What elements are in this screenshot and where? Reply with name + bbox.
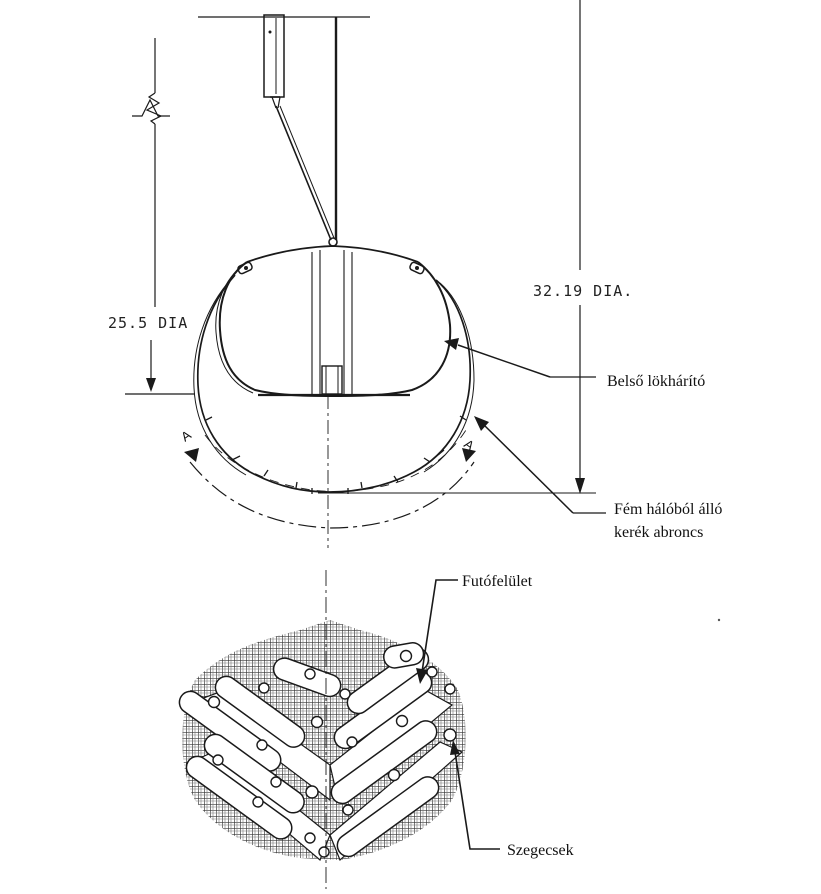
- stray-mark: [717, 618, 721, 622]
- hanger-post: [198, 14, 370, 109]
- mesh-tire-label-line1: Fém hálóból álló: [614, 501, 722, 518]
- support-rods: [275, 17, 338, 247]
- rivets-label: Szegecsek: [507, 842, 574, 859]
- outer-diameter-label: 32.19 DIA.: [533, 282, 633, 300]
- mesh-tire-label-line2: kerék abroncs: [614, 524, 703, 541]
- tread-detail-view: Futófelület Szegecsek: [178, 570, 721, 889]
- left-clamp: [237, 261, 253, 275]
- section-mark-left: A: [178, 427, 194, 444]
- inner-bumper-label: Belső lökhárító: [607, 373, 705, 390]
- outer-diameter-dimension: 32.19 DIA.: [318, 0, 633, 494]
- tread-bars-right: [330, 642, 440, 858]
- inner-diameter-label: 25.5 DIA: [108, 314, 188, 332]
- rivets-leader: Szegecsek: [450, 740, 574, 859]
- inner-bumper-leader: Belső lökhárító: [444, 338, 705, 390]
- wheel-top-view: 25.5 DIA 32.19 DIA.: [108, 0, 722, 548]
- inner-diameter-dimension: 25.5 DIA: [108, 38, 195, 395]
- mesh-tire: [193, 274, 475, 494]
- tread-bars-left: [178, 657, 342, 840]
- mesh-tire-leader: Fém hálóból álló kerék abroncs: [474, 416, 722, 541]
- tread-label: Futófelület: [462, 573, 533, 590]
- right-clamp: [409, 261, 425, 275]
- tread-leader: Futófelület: [416, 573, 533, 684]
- inner-bumper: [215, 245, 452, 398]
- rivets: [207, 649, 457, 858]
